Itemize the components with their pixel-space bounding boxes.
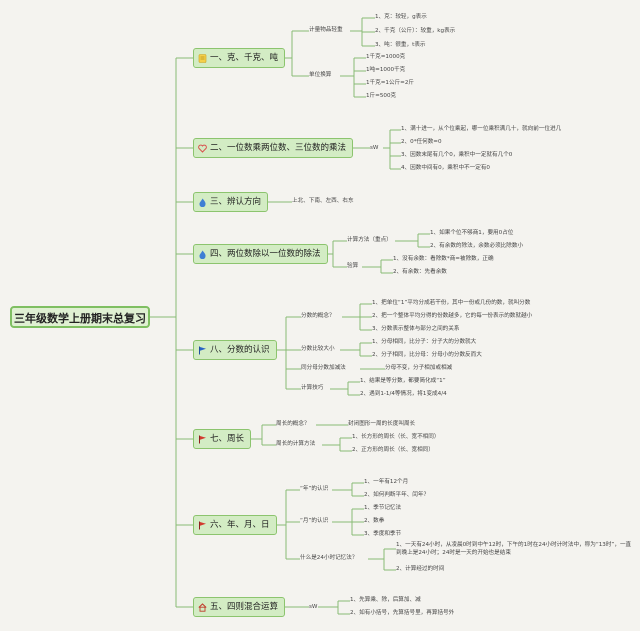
branch-weight-units[interactable]: 一、克、千克、吨 [193,48,286,68]
leaf-item[interactable]: 1、结果是等分数，都要简化成“1” [360,378,446,384]
subtopic-label[interactable]: 分数的概念？ [301,313,335,319]
branch-directions[interactable]: 三、辨认方向 [193,192,269,212]
leaf-item[interactable]: 分母不变，分子相加或相减 [385,365,453,371]
leaf-item[interactable]: 1吨=1000千克 [366,67,406,73]
subtopic-label[interactable]: 周长的概念？ [276,421,310,427]
leaf-item[interactable]: 2、分子相同，比分母：分母小的分数反而大 [372,352,482,358]
leaf-item[interactable]: 1千克=1公斤=2斤 [366,80,415,86]
leaf-item[interactable]: 1、没有余数：看除数*商=被除数，正确 [393,256,494,262]
leaf-item[interactable]: 2、有余数的除法，余数必须比除数小 [430,243,524,249]
leaf-item[interactable]: 2、千克（公斤）：较重，kg表示 [375,28,456,34]
subtopic-label[interactable]: 验算 [347,263,359,269]
leaf-item[interactable]: 1、满十进一，从个位乘起，哪一位乘积满几十，就向前一位进几 [401,126,562,132]
leaf-item[interactable]: 封闭图形一周的长度叫周长 [348,421,416,427]
leaf-item[interactable]: 2、如何判断平年、闰年？ [364,492,430,498]
flame-icon [198,248,207,260]
heart-icon [198,142,207,153]
subtopic-label[interactable]: 计算技巧 [301,385,324,391]
branch-mixed-operations[interactable]: 五、四则混合运算 [193,597,286,617]
leaf-item[interactable]: 2、如有小括号，先算括号里，再算括号外 [350,610,455,616]
leaf-item[interactable]: 1斤=500克 [366,93,397,99]
subtopic-label[interactable]: “年”的认识 [300,486,329,492]
subtopic-label[interactable]: 周长的计算方法 [276,441,316,447]
subtopic-label[interactable]: 计算方法（重点） [347,237,392,243]
branch-fractions[interactable]: 八、分数的认识 [193,340,277,360]
branch-perimeter[interactable]: 七、周长 [193,429,252,449]
flag-icon [198,344,207,355]
red-flag-icon [198,519,207,530]
note-icon [198,52,207,63]
leaf-item[interactable]: 1千克=1000克 [366,54,406,60]
subtopic-label[interactable]: “月”的认识 [300,518,329,524]
red-flag-icon [198,433,207,444]
leaf-item[interactable]: 3、因数末尾有几个0，乘积中一定就有几个0 [401,152,513,158]
subtopic-label[interactable]: 分数比较大小 [301,346,335,352]
branch-division[interactable]: 四、两位数除以一位数的除法 [193,244,328,264]
subtopic-label[interactable]: sW [370,145,379,151]
branch-label: 一、克、千克、吨 [210,53,279,63]
branch-label: 七、周长 [210,434,245,444]
leaf-item[interactable]: 1、分母相同，比分子：分子大的分数就大 [372,339,477,345]
leaf-item[interactable]: 2、把一个整体平均分得的份数越多，它的每一份表示的数就越小 [372,313,533,319]
branch-label: 二、一位数乘两位数、三位数的乘法 [210,143,347,153]
branch-label: 八、分数的认识 [210,345,270,355]
flame-icon [198,196,207,208]
branch-multiplication[interactable]: 二、一位数乘两位数、三位数的乘法 [193,138,354,158]
subtopic-label[interactable]: sW [309,604,318,610]
subtopic-label[interactable]: 计量物品轻重 [309,27,343,33]
subtopic-label[interactable]: 上北、下南、左西、右东 [292,198,354,204]
branch-calendar[interactable]: 六、年、月、日 [193,515,277,535]
branch-label: 六、年、月、日 [210,520,270,530]
leaf-item[interactable]: 2、正方形的周长（长、宽相同） [352,447,434,453]
leaf-item[interactable]: 1、把单位“1”平均分成若干份，其中一份或几份的数，就叫分数 [372,300,531,306]
leaf-item[interactable]: 2、计算经过的时间 [396,566,445,572]
leaf-item[interactable]: 1、长方形的周长（长、宽不相同） [352,434,440,440]
leaf-item[interactable]: 2、数拳 [364,518,385,524]
branch-label: 四、两位数除以一位数的除法 [210,249,321,259]
subtopic-label[interactable]: 单位换算 [309,72,332,78]
leaf-item[interactable]: 3、分数表示整体与部分之间的关系 [372,326,460,332]
branch-label: 五、四则混合运算 [210,602,279,612]
subtopic-label[interactable]: 同分母分数加减法 [301,365,346,371]
leaf-item[interactable]: 2、遇到1-1/4等情况，将1变成4/4 [360,391,447,397]
root-topic[interactable]: 三年级数学上册期末总复习 [10,306,150,328]
leaf-item[interactable]: 1、如果个位不够商1，要用0占位 [430,230,514,236]
branch-label: 三、辨认方向 [210,197,262,207]
leaf-item[interactable]: 1、克：较轻，g表示 [375,14,427,20]
subtopic-label[interactable]: 什么是24小时记忆法？ [300,555,358,561]
house-icon [198,601,207,612]
leaf-item[interactable]: 3、季度和季节 [364,531,402,537]
leaf-item[interactable]: 1、一年有12个月 [364,479,409,485]
leaf-item[interactable]: 2、有余数：先看余数 [393,269,447,275]
leaf-item[interactable]: 1、季节记忆法 [364,505,402,511]
leaf-item[interactable]: 1、一天有24小时，从凌晨0时到中午12时，下午的1时在24小时计时法中，称为“… [396,542,632,556]
leaf-item[interactable]: 2、0*任何数=0 [401,139,442,145]
leaf-item[interactable]: 4、因数中间有0，乘积中不一定有0 [401,165,490,171]
leaf-item[interactable]: 3、吨：很重，t表示 [375,42,426,48]
leaf-item[interactable]: 1、先算乘、除，后算加、减 [350,597,421,603]
